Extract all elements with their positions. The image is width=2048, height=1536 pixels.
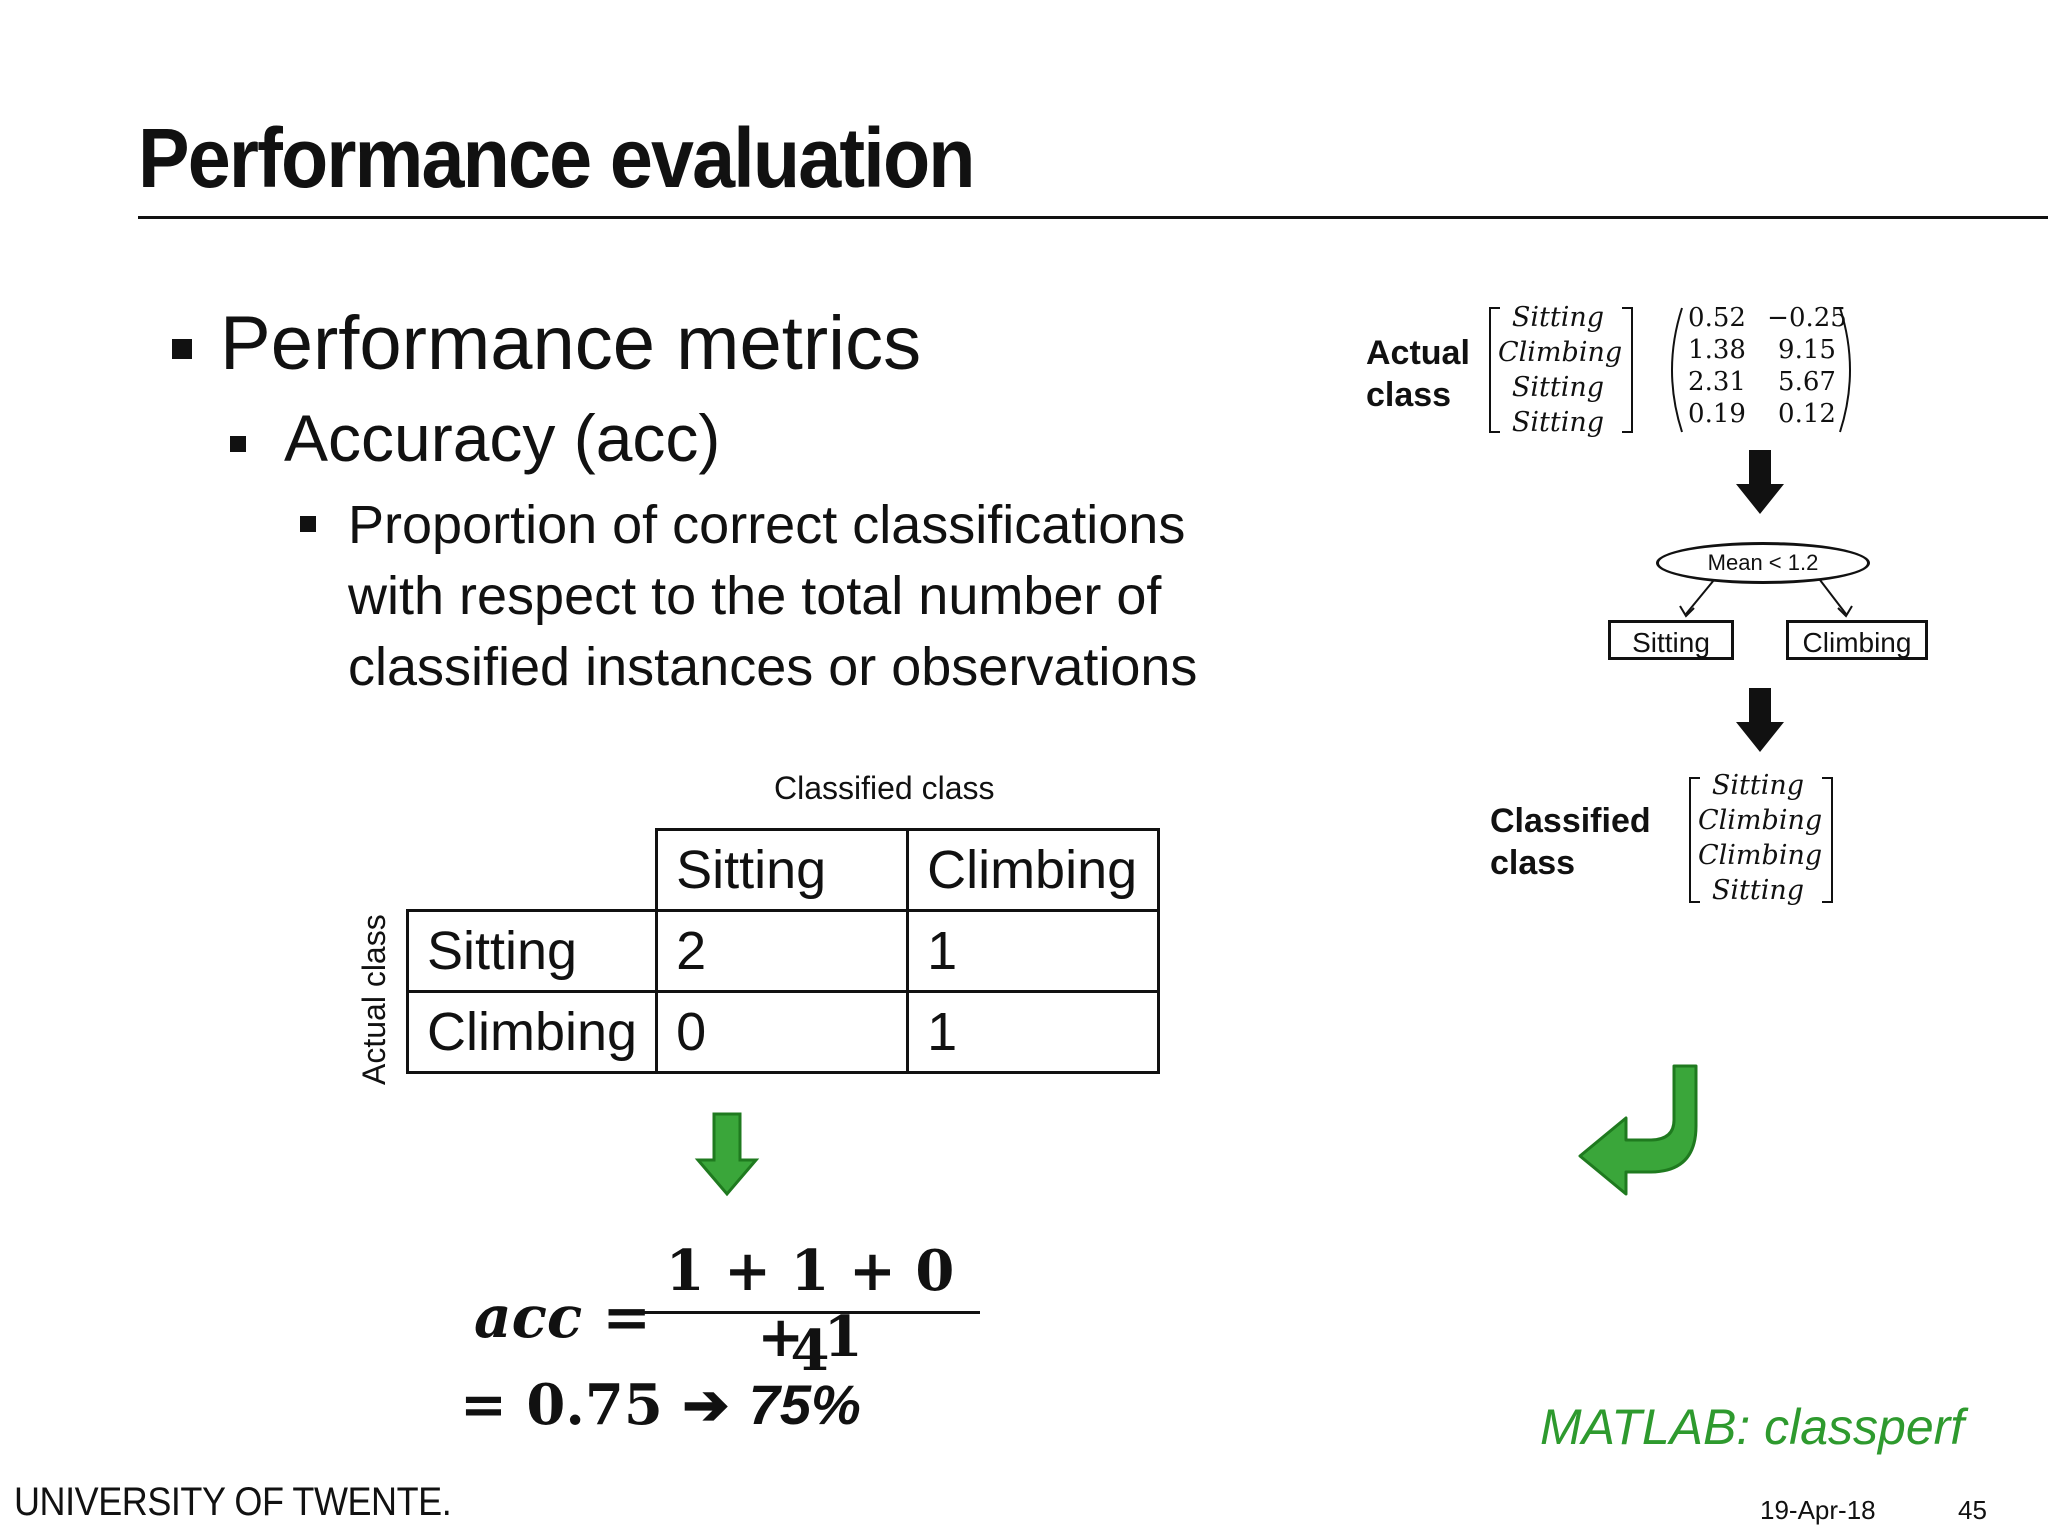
formula-lhs: acc = [474,1283,652,1351]
matrix-cell: 0.12 [1778,399,1836,429]
title-underline [138,216,2048,219]
actual-class-header: Actual class [356,914,392,1085]
formula-denominator: 4 [790,1318,830,1384]
matlab-note: MATLAB: classperf [1540,1399,1965,1455]
table-header-row: Sitting Climbing [408,828,1161,912]
green-return-arrow-icon [1578,1064,1698,1196]
matrix-cell: 1.38 [1688,335,1746,365]
bullet-1-text: Performance metrics [220,301,922,386]
black-down-arrow-icon [1736,688,1784,752]
slide-title: Performance evaluation [138,111,976,205]
column-header-climbing: Climbing [906,828,1161,912]
vector-entry: Climbing [1698,840,1823,871]
tree-branches [1679,579,1853,618]
matrix-row: 1.38 9.15 [1672,334,1862,366]
matrix-cell: 2.31 [1688,367,1746,397]
slide-date: 19-Apr-18 [1760,1495,1876,1525]
vector-entry: Sitting [1711,875,1805,906]
confusion-matrix-table: Sitting Climbing Sitting 2 1 Climbing 0 … [405,828,1161,1074]
table-row: Sitting 2 1 [405,909,1161,993]
matrix-row: 2.31 5.67 [1672,366,1862,398]
vector-entry: Climbing [1498,337,1623,368]
page-number: 45 [1958,1495,1987,1525]
table-row: Climbing 0 1 [405,990,1161,1074]
row-header-sitting: Sitting [405,909,659,993]
bullet-performance-metrics: Performance metrics [172,300,921,387]
right-arrow-icon: ➔ [682,1372,730,1438]
matrix-cell: 0.19 [1688,399,1746,429]
bullet-definition: Proportion of correct classifications wi… [300,490,1197,703]
table-cell: 0 [655,990,910,1074]
fraction-bar [640,1311,980,1314]
university-logo: UNIVERSITY OF TWENTE. [14,1480,452,1524]
feature-matrix: 0.52 −0.25 1.38 9.15 2.31 5.67 0.19 0.12 [1672,302,1862,430]
vector-entry: Climbing [1698,805,1823,836]
bullet-3-line-2: with respect to the total number of [348,566,1162,626]
classified-class-vector: Sitting Climbing Climbing Sitting [1698,768,1823,908]
classified-class-label: Classified class [1490,800,1651,884]
leaf-sitting: Sitting [1608,620,1734,660]
classified-label-line-2: class [1490,844,1576,882]
table-corner [408,830,657,911]
result-value: = 0.75 [460,1372,663,1438]
matrix-row: 0.52 −0.25 [1672,302,1862,334]
formula-result: = 0.75 ➔ 75% [460,1372,861,1438]
formula-numerator: 1 + 1 + 0 + 1 [665,1238,955,1370]
actual-class-vector: Sitting Climbing Sitting Sitting [1498,300,1623,440]
table-cell: 1 [906,990,1161,1074]
row-header-climbing: Climbing [405,990,659,1074]
result-percent: 75% [748,1373,861,1436]
leaf-climbing: Climbing [1786,620,1928,660]
left-paren-icon [1671,307,1683,433]
left-bracket-icon [1489,307,1500,433]
vector-entry: Sitting [1711,770,1805,801]
classified-class-header: Classified class [774,770,995,806]
vector-entry: Sitting [1511,407,1605,438]
matrix-cell: 0.52 [1688,303,1746,333]
bullet-accuracy: Accuracy (acc) [230,400,720,476]
matrix-cell: −0.25 [1767,303,1847,333]
green-down-arrow-icon [694,1112,760,1197]
table-cell: 2 [655,909,910,993]
black-down-arrow-icon [1736,450,1784,514]
bullet-2-text: Accuracy (acc) [284,401,721,475]
right-bracket-icon [1822,777,1833,903]
vector-entry: Sitting [1511,302,1605,333]
matrix-cell: 5.67 [1778,367,1836,397]
right-bracket-icon [1622,307,1633,433]
actual-label-line-1: Actual [1366,334,1470,372]
table-cell: 1 [906,909,1161,993]
matrix-cell: 9.15 [1778,335,1836,365]
classified-label-line-1: Classified [1490,802,1651,840]
bullet-square-icon [230,435,246,452]
decision-node: Mean < 1.2 [1656,542,1870,584]
bullet-square-icon [300,516,316,532]
bullet-square-icon [172,338,192,359]
right-paren-icon [1839,307,1851,433]
actual-class-label: Actual class [1366,332,1470,416]
vector-entry: Sitting [1511,372,1605,403]
actual-label-line-2: class [1366,376,1452,414]
matrix-row: 0.19 0.12 [1672,398,1862,430]
left-bracket-icon [1689,777,1700,903]
bullet-3-line-1: Proportion of correct classifications [348,495,1186,555]
bullet-3-line-3: classified instances or observations [348,637,1198,697]
column-header-sitting: Sitting [655,828,910,912]
